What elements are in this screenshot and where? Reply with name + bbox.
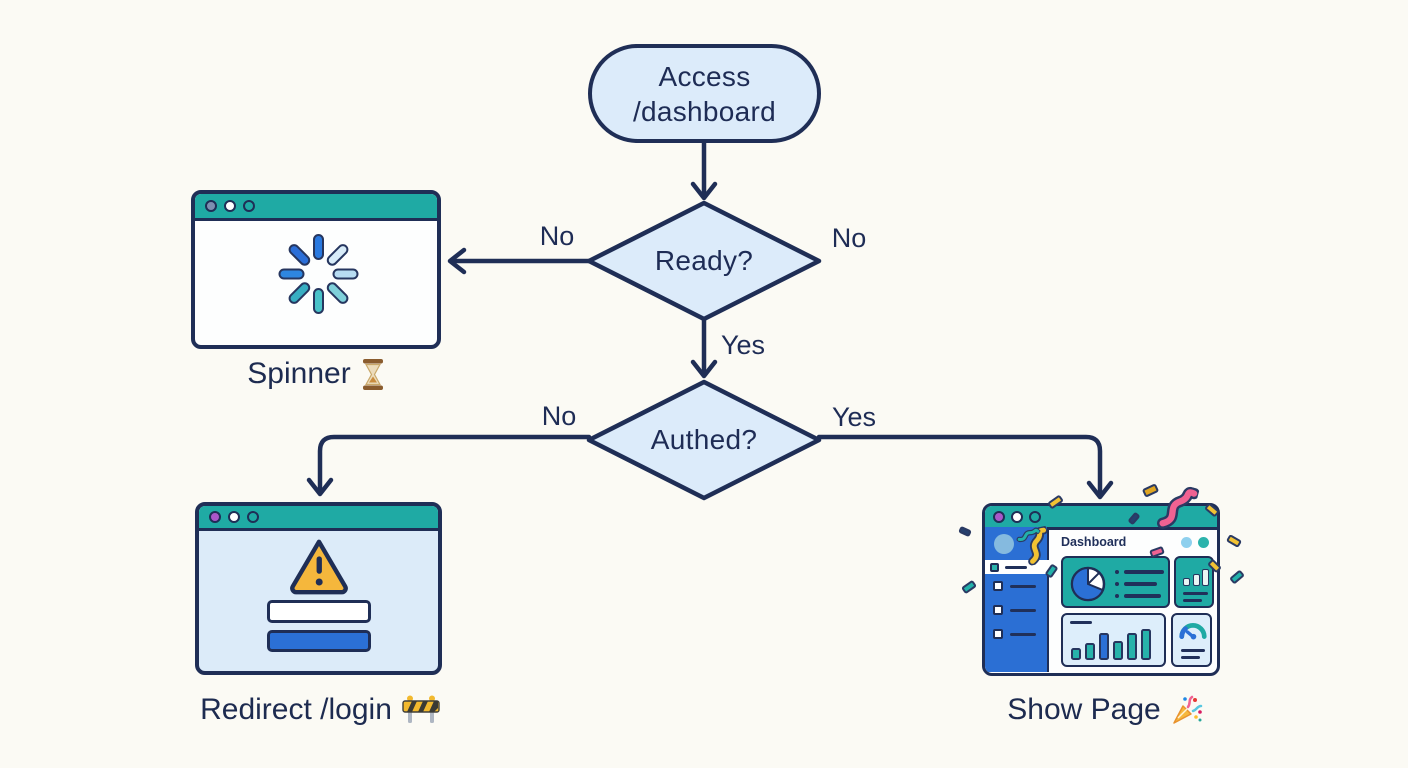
- spinner-spoke: [332, 268, 358, 280]
- warning-triangle-icon: [290, 539, 348, 595]
- window-dot: [209, 511, 221, 523]
- edge-label-authed-yes: Yes: [831, 401, 877, 432]
- login-submit-button[interactable]: [267, 630, 371, 652]
- avatar: [994, 534, 1014, 554]
- window-dot: [205, 200, 217, 212]
- dashboard-card-pie: [1061, 556, 1170, 608]
- spinner-spoke: [312, 234, 324, 260]
- decision-ready-label: Ready?: [654, 245, 754, 276]
- mini-bar: [1183, 578, 1190, 586]
- mini-bar-chart: [1183, 564, 1209, 586]
- bar: [1099, 633, 1109, 660]
- window-dot: [228, 511, 240, 523]
- dashboard-window: Dashboard: [982, 503, 1220, 676]
- construction-barrier-icon: [402, 695, 440, 723]
- spinner-window-titlebar: [195, 194, 437, 221]
- dashboard-header-dots: [1181, 537, 1209, 548]
- header-dot: [1181, 537, 1192, 548]
- bar-chart: [1071, 624, 1161, 660]
- spinner-spoke: [324, 280, 351, 307]
- login-input-field[interactable]: [267, 600, 371, 623]
- dashboard-sidebar: [985, 527, 1049, 672]
- login-window: [195, 502, 442, 675]
- dashboard-caption: Show Page: [950, 689, 1260, 731]
- dashboard-card-gauge: [1171, 613, 1212, 667]
- bar: [1113, 641, 1123, 660]
- spinner-spoke: [312, 288, 324, 314]
- window-dot: [224, 200, 236, 212]
- edge-label-ready-yes: Yes: [720, 329, 766, 360]
- window-dot: [243, 200, 255, 212]
- sidebar-item-active[interactable]: [985, 560, 1049, 574]
- spinner-spoke: [285, 280, 312, 307]
- loading-spinner-icon: [278, 234, 358, 314]
- login-caption: Redirect /login: [155, 689, 485, 731]
- hourglass-icon: [362, 358, 383, 390]
- spinner-caption: Spinner: [181, 354, 451, 394]
- window-dot: [1011, 510, 1023, 523]
- start-node: Access /dashboard: [588, 44, 821, 143]
- edge-label-ready-no-right: No: [831, 222, 867, 253]
- bar: [1085, 643, 1095, 660]
- window-dot: [247, 511, 259, 523]
- mini-bar: [1202, 569, 1209, 586]
- spinner-window: [191, 190, 441, 349]
- decision-ready-shape: [586, 200, 822, 322]
- pie-chart-icon: [1070, 566, 1106, 602]
- decision-authed-shape: [586, 379, 822, 501]
- decision-authed-label: Authed?: [650, 424, 758, 455]
- gauge-icon: [1179, 623, 1207, 640]
- edge-label-ready-no-left: No: [539, 220, 575, 251]
- dashboard-card-bar-chart: [1061, 613, 1166, 667]
- login-window-titlebar: [199, 506, 438, 531]
- spinner-spoke: [278, 268, 304, 280]
- window-dot: [1029, 510, 1041, 523]
- edge-label-authed-no: No: [541, 400, 577, 431]
- mini-bar: [1192, 574, 1200, 586]
- spinner-spoke: [285, 241, 312, 268]
- dashboard-card-stats: [1174, 556, 1214, 608]
- bar: [1127, 633, 1137, 660]
- spinner-spoke: [324, 241, 351, 268]
- bar: [1141, 629, 1151, 660]
- party-popper-icon: [1172, 695, 1202, 724]
- header-dot: [1198, 537, 1209, 548]
- dashboard-app-title: Dashboard: [1061, 535, 1127, 549]
- window-dot: [993, 510, 1005, 523]
- bar: [1071, 648, 1081, 660]
